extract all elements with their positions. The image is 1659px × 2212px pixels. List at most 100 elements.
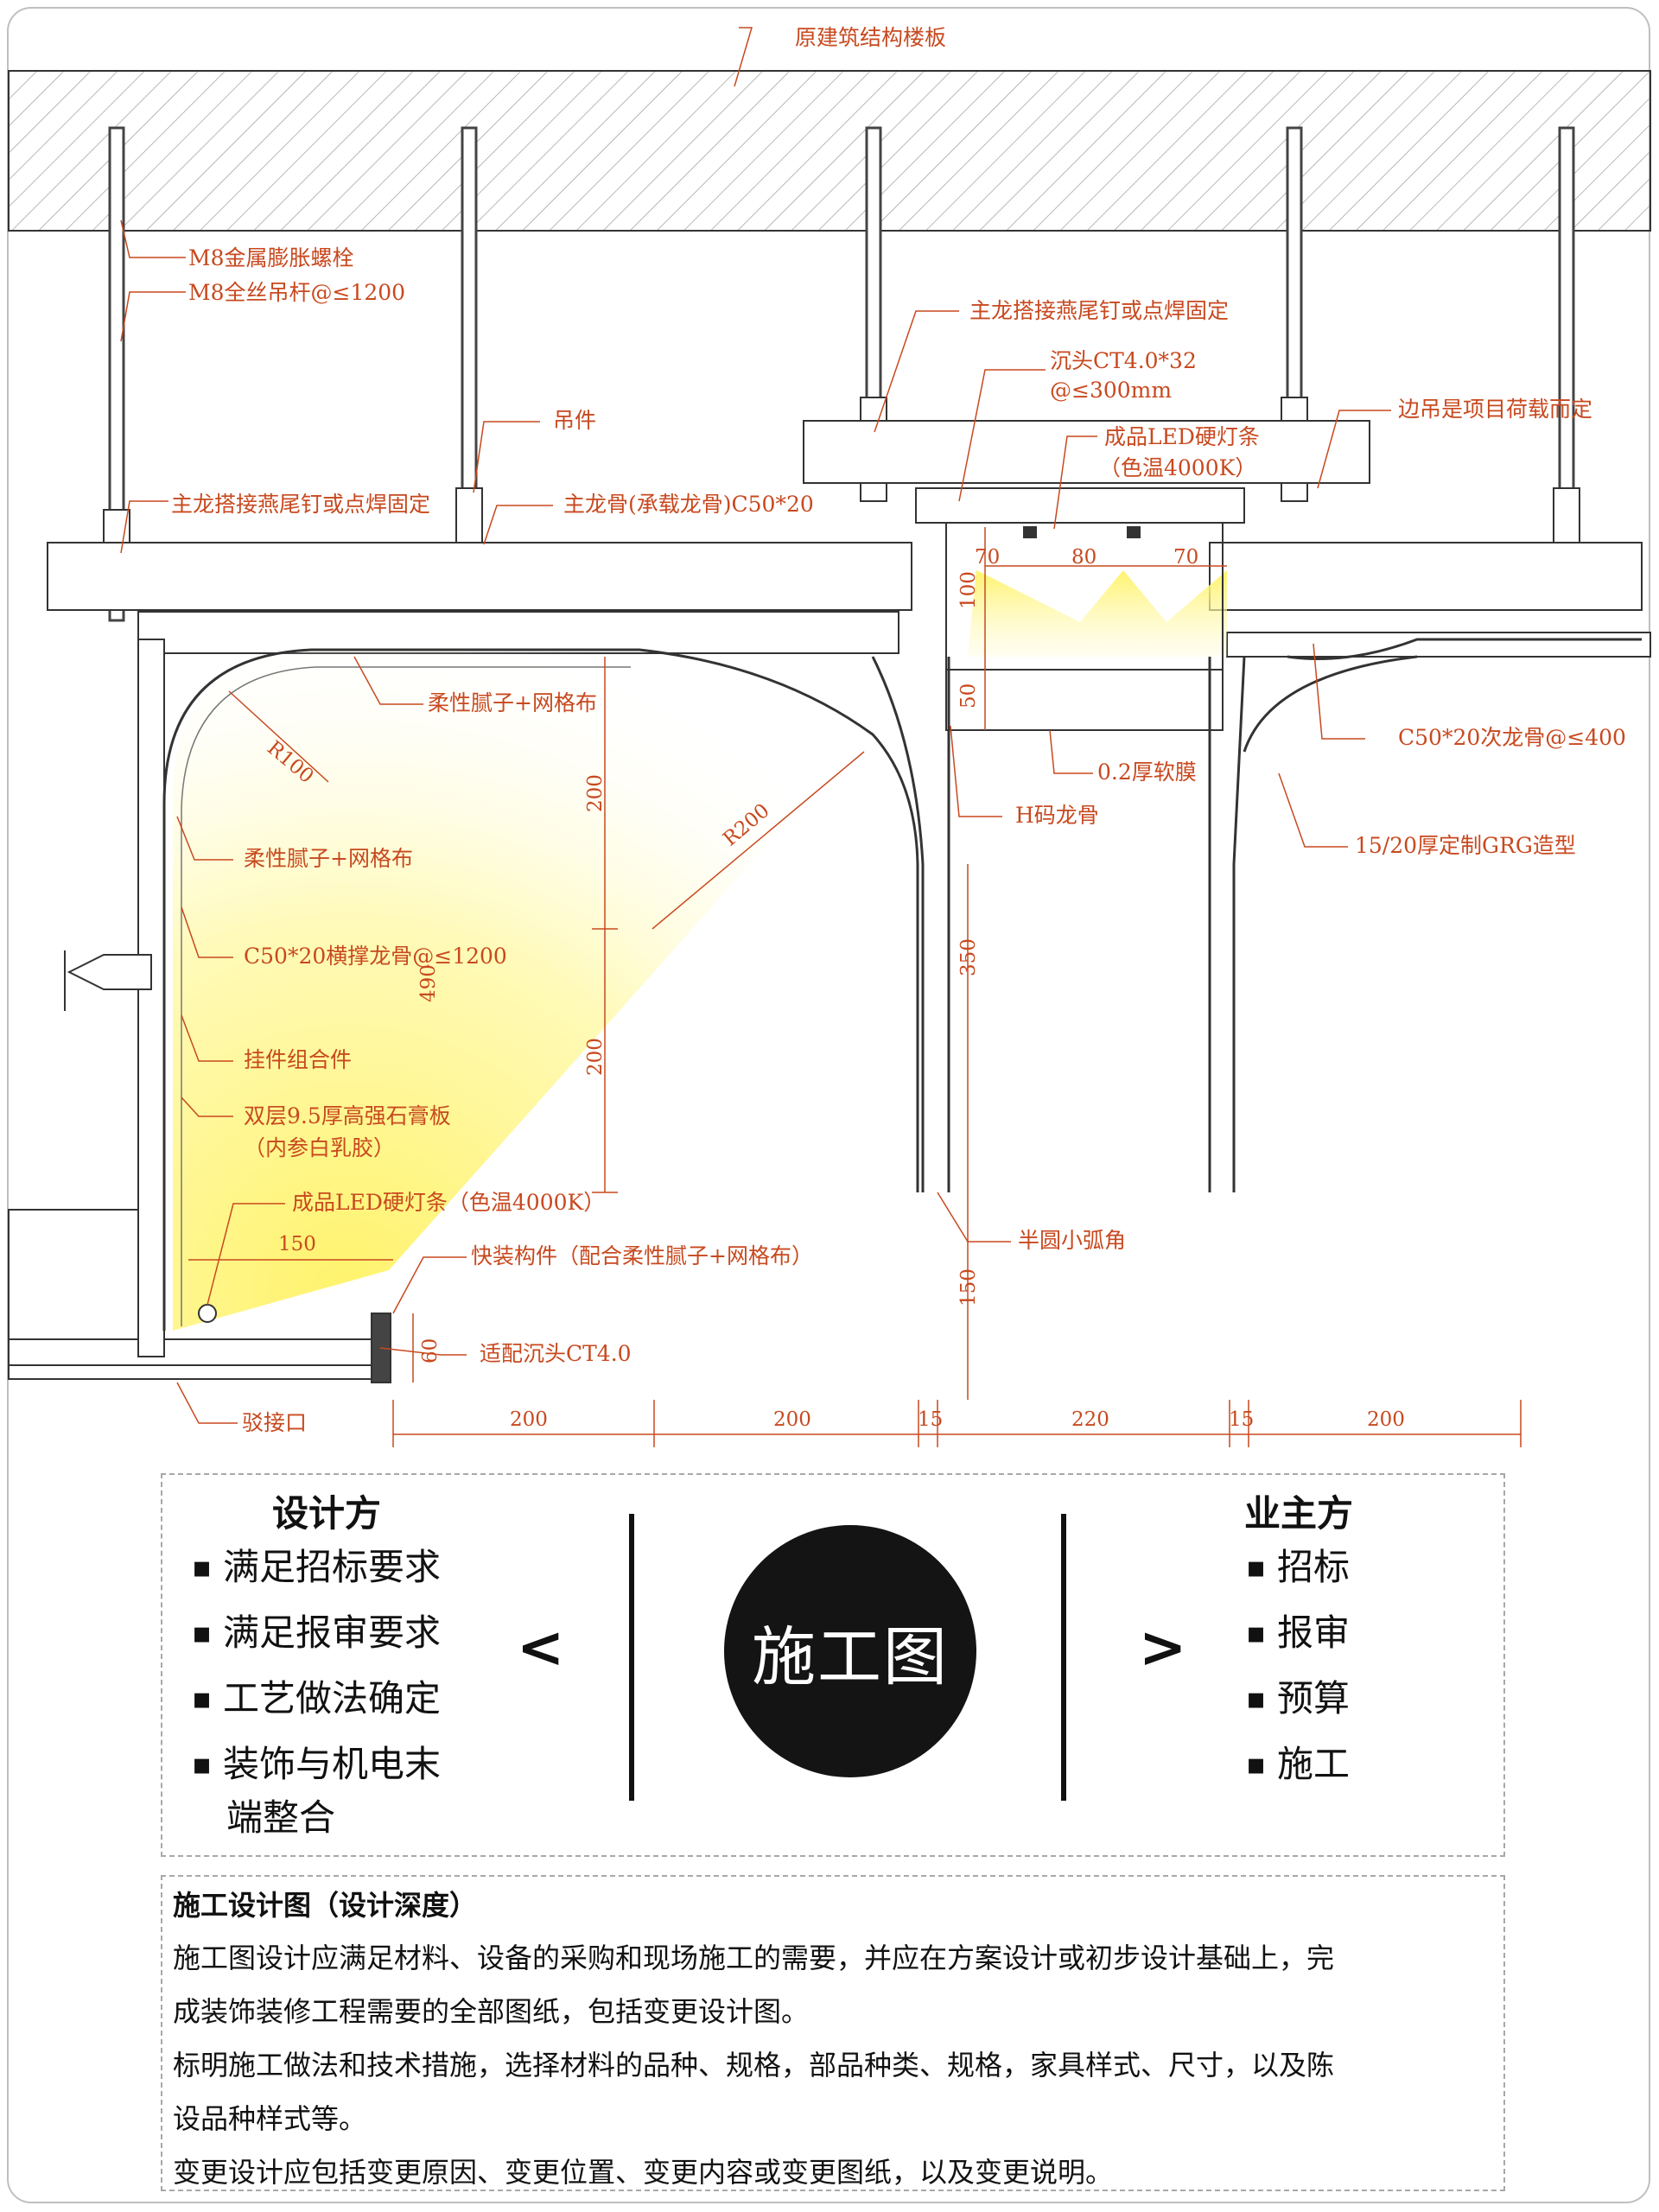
wall-clip (64, 950, 152, 1011)
label-main-joint-right: 主龙搭接燕尾钉或点焊固定 (969, 298, 1229, 323)
owner-item-label: 招标 (1277, 1546, 1351, 1588)
dimension-lines (188, 527, 1522, 1447)
leader-lines (120, 27, 1391, 1424)
note-line: 成装饰装修工程需要的全部图纸，包括变更设计图。 (173, 1995, 810, 2028)
designer-item: ▪ 工艺做法确定 (192, 1675, 442, 1723)
compare-box (161, 1473, 1505, 1857)
chevron-left-icon: < (517, 1614, 565, 1681)
note-line: 变更设计应包括变更原因、变更位置、变更内容或变更图纸，以及变更说明。 (173, 2156, 1114, 2189)
label-bolt: M8金属膨胀螺栓 (188, 245, 354, 270)
label-quick-part: 快装构件（配合柔性腻子+网格布） (471, 1243, 813, 1268)
concrete-slab (8, 70, 1651, 232)
label-led-bottom: 成品LED硬灯条（色温4000K） (292, 1190, 605, 1215)
note-line: 施工图设计应满足材料、设备的采购和现场施工的需要，并应在方案设计或初步设计基础上… (173, 1942, 1335, 1974)
label-screw-spacing: @≤300mm (1050, 378, 1172, 403)
center-circle-label: 施工图 (752, 1619, 949, 1694)
dim-80: 80 (1071, 546, 1096, 569)
dim-bottom-200b: 200 (773, 1408, 811, 1431)
label-edge-hanger: 边吊是项目荷载而定 (1398, 397, 1592, 422)
designer-item-label: 装饰与机电末 (223, 1743, 442, 1785)
bullet-icon: ▪ (192, 1681, 213, 1716)
designer-item-label: 端整合 (226, 1796, 336, 1839)
owner-item-label: 施工 (1277, 1743, 1351, 1785)
dim-150-horizontal: 150 (278, 1233, 316, 1255)
designer-item-label: 满足报审要求 (223, 1611, 442, 1654)
owner-item: ▪ 招标 (1246, 1543, 1351, 1592)
left-cove-inner (181, 666, 631, 1326)
owner-item-label: 报审 (1277, 1611, 1351, 1654)
label-half-round: 半圆小弧角 (1018, 1228, 1126, 1253)
label-sub-keel: C50*20次龙骨@≤400 (1398, 725, 1626, 750)
designer-item: ▪ 装饰与机电末 (192, 1740, 442, 1789)
label-grg: 15/20厚定制GRG造型 (1355, 833, 1576, 858)
bullet-icon: ▪ (192, 1550, 213, 1585)
label-slab: 原建筑结构楼板 (795, 25, 946, 50)
label-gypsum-2: （内参白乳胶） (244, 1135, 395, 1160)
ceiling-boards (8, 611, 1651, 1380)
dim-70b: 70 (1173, 546, 1198, 569)
note-line: 设品种样式等。 (173, 2102, 367, 2135)
label-gypsum-1: 双层9.5厚高强石膏板 (244, 1103, 451, 1128)
dim-150-vertical: 150 (957, 1268, 980, 1306)
bullet-icon: ▪ (1246, 1550, 1267, 1585)
bullet-icon: ▪ (192, 1616, 213, 1650)
dim-490: 490 (417, 964, 440, 1002)
label-putty-top: 柔性腻子+网格布 (428, 690, 597, 715)
left-light-glow (173, 648, 873, 1331)
label-screw-ct: 沉头CT4.0*32 (1050, 348, 1197, 373)
label-putty-left: 柔性腻子+网格布 (244, 846, 413, 871)
label-soft-film: 0.2厚软膜 (1097, 760, 1197, 785)
light-trough (915, 487, 1245, 731)
designer-item-label: 工艺做法确定 (223, 1677, 442, 1719)
bullet-icon: ▪ (192, 1747, 213, 1782)
dim-200b: 200 (584, 1038, 607, 1076)
bullet-icon: ▪ (1246, 1681, 1267, 1716)
note-line: 标明施工做法和技术措施，选择材料的品种、规格，部品种类、规格，家具样式、尺寸，以… (173, 2049, 1335, 2082)
divider-left (629, 1514, 634, 1801)
bullet-icon: ▪ (1246, 1747, 1267, 1782)
dim-bottom-15a: 15 (918, 1408, 943, 1431)
owner-item: ▪ 预算 (1246, 1675, 1351, 1723)
owner-title: 业主方 (1244, 1492, 1354, 1535)
top-light-glow (968, 570, 1227, 657)
label-joint: 驳接口 (242, 1410, 307, 1435)
owner-item: ▪ 报审 (1246, 1609, 1351, 1657)
label-screw-fit: 适配沉头CT4.0 (480, 1341, 632, 1366)
notes-title: 施工设计图（设计深度） (173, 1889, 478, 1922)
main-keels (47, 420, 1643, 611)
chevron-right-icon: > (1139, 1614, 1187, 1681)
ceiling-section-drawing: 原建筑结构楼板 M8金属膨胀螺栓 M8全丝吊杆@≤1200 吊件 主龙搭接燕尾钉… (8, 25, 1651, 1447)
designer-item-label: 满足招标要求 (223, 1546, 442, 1588)
label-led-top-1: 成品LED硬灯条 (1104, 424, 1260, 449)
label-main-keel: 主龙骨(承载龙骨)C50*20 (563, 492, 814, 517)
dim-350: 350 (957, 938, 980, 976)
dim-bottom-200a: 200 (510, 1408, 548, 1431)
designer-title: 设计方 (272, 1492, 382, 1535)
label-rod: M8全丝吊杆@≤1200 (188, 280, 405, 305)
label-cross-keel: C50*20横撑龙骨@≤1200 (244, 944, 507, 969)
designer-item-continued: 端整合 (226, 1794, 335, 1842)
center-arches (871, 638, 1642, 1192)
dim-bottom-15b: 15 (1229, 1408, 1254, 1431)
label-led-top-2: （色温4000K） (1099, 455, 1256, 480)
notes-box (161, 1875, 1505, 2191)
label-main-joint-left: 主龙搭接燕尾钉或点焊固定 (171, 492, 430, 517)
annotation-labels: 原建筑结构楼板 M8金属膨胀螺栓 M8全丝吊杆@≤1200 吊件 主龙搭接燕尾钉… (171, 25, 1626, 1435)
page-frame (7, 7, 1650, 2203)
owner-item-label: 预算 (1277, 1677, 1351, 1719)
dim-50: 50 (957, 683, 980, 709)
label-fitting: 挂件组合件 (244, 1047, 352, 1072)
dim-60: 60 (419, 1338, 442, 1363)
designer-item: ▪ 满足招标要求 (192, 1543, 442, 1592)
center-circle: 施工图 (724, 1525, 976, 1777)
divider-right (1061, 1514, 1066, 1801)
dim-70a: 70 (975, 546, 1000, 569)
left-cove-outline (162, 648, 919, 1331)
owner-item: ▪ 施工 (1246, 1740, 1351, 1789)
dim-bottom-220: 220 (1071, 1408, 1109, 1431)
label-h-keel: H码龙骨 (1015, 803, 1099, 828)
dim-100: 100 (957, 571, 980, 609)
label-hanger: 吊件 (553, 408, 596, 433)
bullet-icon: ▪ (1246, 1616, 1267, 1650)
dim-200a: 200 (584, 774, 607, 812)
